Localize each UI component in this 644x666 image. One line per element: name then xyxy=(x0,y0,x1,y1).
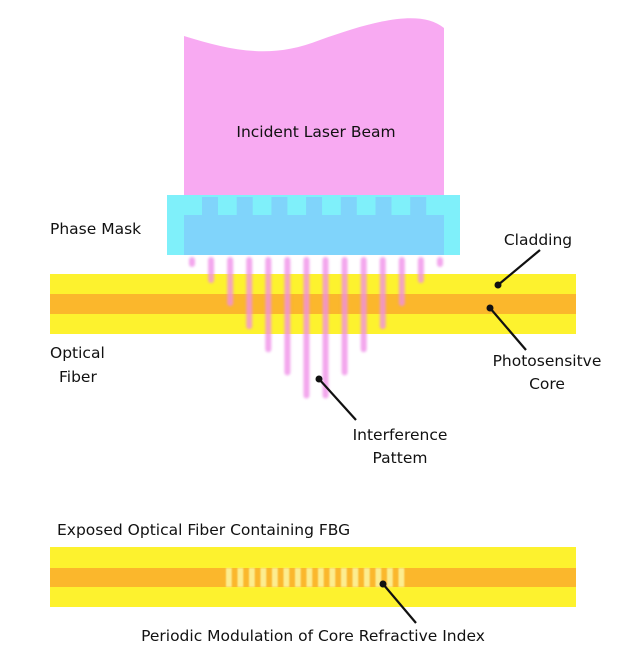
interference-stripe xyxy=(379,257,386,330)
interference-stripe xyxy=(246,257,253,330)
grating-band xyxy=(249,568,255,587)
exposed-fiber-label: Exposed Optical Fiber Containing FBG xyxy=(57,521,350,539)
phase-mask-tooth xyxy=(236,197,253,217)
interference-stripe xyxy=(265,257,272,353)
grating-band xyxy=(387,568,393,587)
interference-label-1: Interference xyxy=(353,426,448,444)
phase-mask-tooth xyxy=(271,197,288,217)
grating-band xyxy=(260,568,267,587)
interference-stripe xyxy=(360,257,367,353)
grating-band xyxy=(398,568,405,587)
interference-stripe xyxy=(303,257,310,399)
phase-mask-teeth xyxy=(202,197,427,217)
cladding-leader-dot xyxy=(494,281,502,289)
optical-fiber-label-2: Fiber xyxy=(59,368,97,386)
interference-label-2: Pattem xyxy=(373,449,428,467)
phase-mask-tooth xyxy=(410,197,427,217)
grating-band xyxy=(226,568,232,587)
grating-band xyxy=(295,568,301,587)
exposed-fiber-core xyxy=(50,568,576,587)
interference-stripe xyxy=(341,257,348,376)
interference-stripe xyxy=(208,257,215,284)
grating-band xyxy=(306,568,313,587)
interference-leader xyxy=(318,378,357,421)
interference-stripe xyxy=(417,257,424,284)
interference-stripe xyxy=(227,257,234,307)
core-label-2: Core xyxy=(529,375,565,393)
optical-fiber xyxy=(50,274,576,334)
interference-pattern xyxy=(189,257,443,399)
modulation-leader xyxy=(382,583,417,624)
grating-band xyxy=(375,568,382,587)
grating-band xyxy=(318,568,324,587)
incident-laser-beam xyxy=(184,18,444,215)
phase-mask-tooth xyxy=(375,197,392,217)
grating-band xyxy=(272,568,278,587)
core-leader-dot xyxy=(486,304,494,312)
phase-mask-tooth xyxy=(340,197,357,217)
cladding-leader xyxy=(497,249,541,286)
fiber-core xyxy=(50,294,576,314)
modulation-label: Periodic Modulation of Core Refractive I… xyxy=(141,627,485,645)
grating-band xyxy=(237,568,244,587)
interference-stripe xyxy=(322,257,329,399)
optical-fiber-label-1: Optical xyxy=(50,344,105,362)
core-label-1: Photosensitve xyxy=(493,352,602,370)
interference-stripe xyxy=(437,257,443,267)
interference-stripe xyxy=(189,257,195,267)
grating-band xyxy=(352,568,359,587)
core-leader xyxy=(489,307,527,351)
phase-mask-tooth xyxy=(306,197,323,217)
leader-lines xyxy=(315,249,541,624)
phase-mask-label: Phase Mask xyxy=(50,220,141,238)
interference-stripe xyxy=(284,257,291,376)
phase-mask-tooth xyxy=(202,197,218,217)
grating-band xyxy=(329,568,336,587)
interference-leader-dot xyxy=(315,375,323,383)
phase-mask-body xyxy=(184,215,444,255)
modulation-leader-dot xyxy=(379,580,387,588)
exposed-fiber xyxy=(50,547,576,607)
grating-band xyxy=(341,568,347,587)
cladding-label: Cladding xyxy=(504,231,572,249)
bragg-grating xyxy=(226,568,405,587)
incident-beam-label: Incident Laser Beam xyxy=(236,123,395,141)
grating-band xyxy=(364,568,370,587)
phase-mask xyxy=(167,195,460,255)
interference-stripe xyxy=(398,257,405,307)
grating-band xyxy=(283,568,290,587)
